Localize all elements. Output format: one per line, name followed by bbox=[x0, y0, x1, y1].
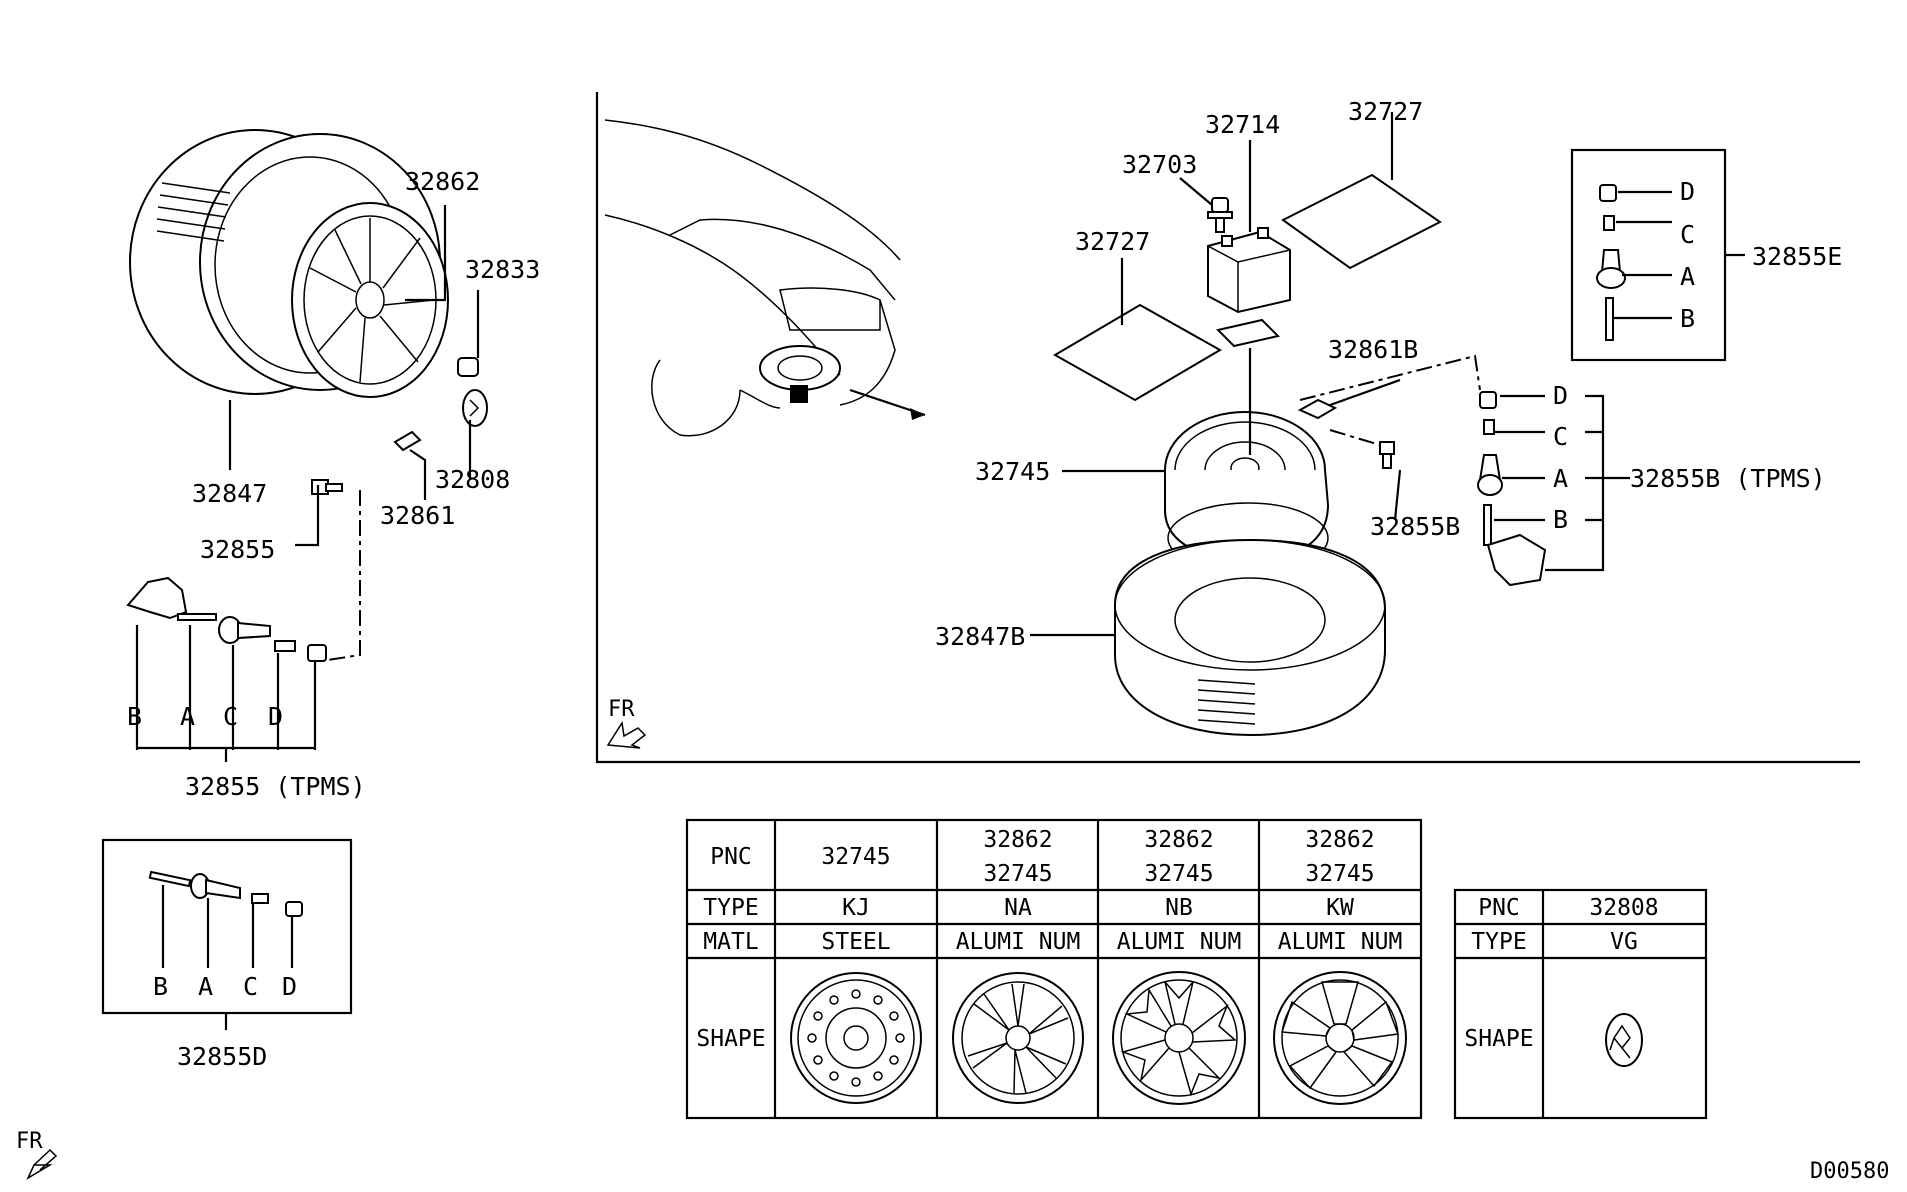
cell-type-nb: NB bbox=[1165, 895, 1193, 921]
letter-a-e: A bbox=[1680, 262, 1695, 291]
valve-32855b-illustration bbox=[1379, 441, 1395, 469]
letter-a-left: A bbox=[180, 702, 195, 731]
cap-header-pnc: PNC bbox=[1478, 895, 1520, 921]
cap-header-shape: SHAPE bbox=[1464, 1026, 1533, 1052]
header-type: TYPE bbox=[703, 895, 758, 921]
spare-tire-well-illustration bbox=[759, 345, 841, 403]
pnc-label-32861: 32861 bbox=[380, 501, 455, 530]
valve-32855e-illustration bbox=[1596, 184, 1626, 341]
letter-d-inset: D bbox=[282, 972, 297, 1001]
pnc-label-32714: 32714 bbox=[1205, 110, 1280, 139]
alloy-wheel-kw-icon bbox=[1273, 971, 1407, 1105]
direction-arrow-icon bbox=[910, 408, 925, 420]
cap-header-type: TYPE bbox=[1471, 929, 1526, 955]
mat-32727-left-illustration bbox=[1052, 303, 1223, 402]
vehicle-outline-illustration bbox=[604, 119, 901, 437]
letter-d-e: D bbox=[1680, 177, 1695, 206]
tpms-sensor-32855-illustration bbox=[126, 576, 327, 662]
pnc-label-32855b-tpms: 32855B (TPMS) bbox=[1630, 464, 1826, 493]
cell-pnc-kj: 32745 bbox=[821, 844, 890, 870]
fr-label-main: FR bbox=[608, 697, 635, 722]
pnc-label-32808: 32808 bbox=[435, 465, 510, 494]
pnc-label-32855e: 32855E bbox=[1752, 242, 1842, 271]
pnc-label-32861b: 32861B bbox=[1328, 335, 1418, 364]
letter-c-e: C bbox=[1680, 220, 1695, 249]
valve-32855d-illustration bbox=[148, 870, 303, 917]
pnc-label-32855d: 32855D bbox=[177, 1042, 267, 1071]
cell-pnc1-nb: 32862 bbox=[1144, 827, 1213, 853]
pnc-label-32745: 32745 bbox=[975, 457, 1050, 486]
center-cap-32808-illustration bbox=[462, 389, 488, 427]
steel-wheel-icon bbox=[790, 972, 922, 1104]
letter-a-inset: A bbox=[198, 972, 213, 1001]
cell-pnc1-kw: 32862 bbox=[1305, 827, 1374, 853]
cap-cell-type: VG bbox=[1610, 929, 1638, 955]
cell-type-kj: KJ bbox=[842, 895, 870, 921]
pnc-label-32727-right: 32727 bbox=[1348, 97, 1423, 126]
letter-c-inset: C bbox=[243, 972, 258, 1001]
fr-label-left: FR bbox=[16, 1129, 43, 1154]
pnc-label-32703: 32703 bbox=[1122, 150, 1197, 179]
tire-repair-kit-32714-illustration bbox=[1207, 227, 1291, 348]
pnc-label-32833: 32833 bbox=[465, 255, 540, 284]
cell-pnc2-na: 32745 bbox=[983, 861, 1052, 887]
letter-c-b: C bbox=[1553, 422, 1568, 451]
header-matl: MATL bbox=[703, 929, 758, 955]
center-cap-spec-table: PNC TYPE SHAPE 32808 VG bbox=[1453, 888, 1708, 1120]
letter-b-e: B bbox=[1680, 304, 1695, 333]
cell-type-na: NA bbox=[1004, 895, 1032, 921]
mat-32727-right-illustration bbox=[1281, 173, 1442, 270]
cap-cell-pnc: 32808 bbox=[1589, 895, 1658, 921]
valve-32855-illustration bbox=[311, 479, 343, 495]
letter-b-b: B bbox=[1553, 505, 1568, 534]
letter-b-left: B bbox=[127, 702, 142, 731]
cell-matl-na: ALUMI NUM bbox=[956, 929, 1081, 955]
cell-pnc1-na: 32862 bbox=[983, 827, 1052, 853]
valve-32855e-inset-box bbox=[1570, 148, 1727, 362]
lug-nut-32833-illustration bbox=[457, 357, 479, 377]
pnc-label-32847b: 32847B bbox=[935, 622, 1025, 651]
cell-matl-kw: ALUMI NUM bbox=[1278, 929, 1403, 955]
alloy-wheel-na-icon bbox=[952, 972, 1084, 1104]
valve-32855d-inset-box bbox=[101, 838, 353, 1015]
spare-steel-wheel-32745-illustration bbox=[1164, 411, 1330, 574]
alloy-wheel-nb-icon bbox=[1112, 971, 1246, 1105]
wheel-spec-table: PNC TYPE MATL SHAPE 32745 KJ STEEL 32862… bbox=[685, 818, 1423, 1120]
front-arrow-main-icon bbox=[606, 720, 647, 749]
balance-weight-32861-illustration bbox=[393, 430, 422, 452]
front-arrow-icon bbox=[26, 1148, 58, 1180]
bolt-32703-illustration bbox=[1207, 197, 1233, 233]
header-shape: SHAPE bbox=[696, 1026, 765, 1052]
cell-pnc2-kw: 32745 bbox=[1305, 861, 1374, 887]
spare-tire-32847b-illustration bbox=[1114, 538, 1386, 737]
balance-weight-32861b-illustration bbox=[1297, 398, 1338, 420]
letter-b-inset: B bbox=[153, 972, 168, 1001]
cell-matl-kj: STEEL bbox=[821, 929, 890, 955]
pnc-label-32855-tpms: 32855 (TPMS) bbox=[185, 772, 366, 801]
pnc-label-32855b: 32855B bbox=[1370, 512, 1460, 541]
letter-c-left: C bbox=[223, 702, 238, 731]
letter-d-left: D bbox=[268, 702, 283, 731]
cell-type-kw: KW bbox=[1326, 895, 1354, 921]
pnc-label-32847: 32847 bbox=[192, 479, 267, 508]
diagram-code: D00580 bbox=[1810, 1159, 1889, 1184]
center-cap-icon bbox=[1605, 1013, 1643, 1067]
cell-pnc2-nb: 32745 bbox=[1144, 861, 1213, 887]
pnc-label-32862: 32862 bbox=[405, 167, 480, 196]
letter-d-b: D bbox=[1553, 381, 1568, 410]
pnc-label-32727-left: 32727 bbox=[1075, 227, 1150, 256]
letter-a-b: A bbox=[1553, 464, 1568, 493]
header-pnc: PNC bbox=[710, 844, 752, 870]
tpms-sensor-32855b-illustration bbox=[1477, 391, 1547, 587]
pnc-label-32855: 32855 bbox=[200, 535, 275, 564]
cell-matl-nb: ALUMI NUM bbox=[1117, 929, 1242, 955]
